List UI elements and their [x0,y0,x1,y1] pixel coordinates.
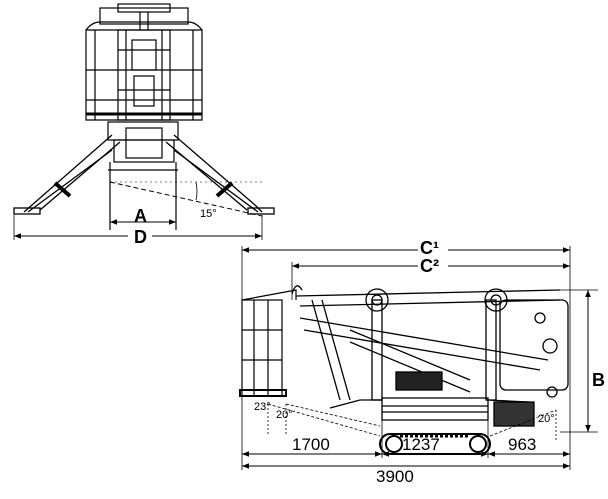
label-D: D [134,227,147,247]
front-angle-label: 15° [200,208,217,220]
side-boom [291,285,569,401]
front-approach-angle: 20° [538,413,555,425]
label-C2: C² [420,256,439,276]
side-basket [239,289,297,397]
dimension-D: D [13,215,263,247]
label-B: B [592,370,605,390]
dimension-C2: C² [292,256,570,276]
label-C1: C¹ [420,238,439,258]
dimension-row: 1700 1237 963 3900 [242,435,570,486]
dim-front-overhang: 963 [508,435,536,454]
front-slope-indicator: 15° [109,181,263,220]
rear-angle-outer: 23° [254,401,271,413]
front-chassis [107,121,179,230]
label-A: A [134,206,147,226]
front-outriggers [13,134,275,215]
ground-lines [267,403,557,440]
front-view: 15° A D [13,3,275,247]
dimension-A: A [110,206,176,226]
dim-total-length: 3900 [376,467,414,486]
dimension-C1: C¹ [242,238,570,258]
dim-rear-overhang: 1700 [292,435,330,454]
side-view: C¹ C² B [239,238,608,486]
dimension-B: B [585,290,608,432]
front-basket [85,3,203,121]
dim-wheelbase: 1237 [402,435,440,454]
side-chassis [329,371,535,427]
rear-angle-inner: 20° [276,409,293,421]
